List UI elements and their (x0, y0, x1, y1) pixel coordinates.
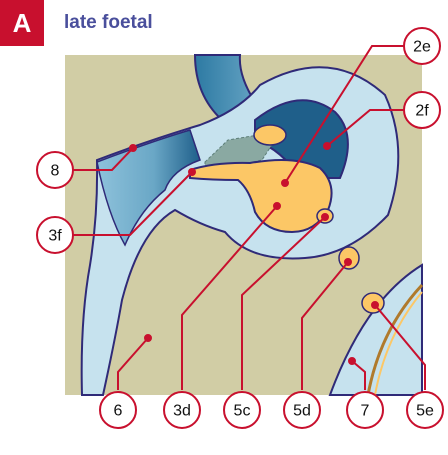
label-7: 7 (361, 403, 370, 420)
label-3f: 3f (48, 228, 62, 245)
leader-dot-7 (349, 358, 355, 364)
leader-dot-6 (145, 335, 151, 341)
leader-dot-2e (282, 180, 288, 186)
label-5e: 5e (416, 403, 434, 420)
leader-dot-2f (324, 143, 330, 149)
label-2f: 2f (415, 103, 429, 120)
leader-dot-5d (345, 259, 351, 265)
yolk-bump (254, 125, 286, 145)
label-2e: 2e (413, 39, 431, 56)
leader-dot-5c (322, 214, 328, 220)
label-8: 8 (51, 163, 60, 180)
label-6: 6 (114, 403, 123, 420)
label-5c: 5c (234, 403, 251, 420)
leader-dot-3d (274, 203, 280, 209)
leader-dot-5e (372, 302, 378, 308)
leader-dot-3f (189, 169, 195, 175)
label-5d: 5d (293, 403, 311, 420)
leader-dot-8 (130, 145, 136, 151)
label-3d: 3d (173, 403, 191, 420)
